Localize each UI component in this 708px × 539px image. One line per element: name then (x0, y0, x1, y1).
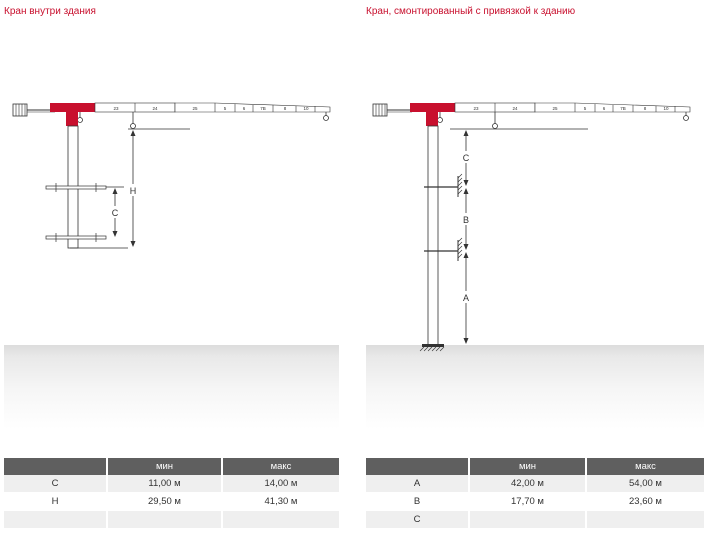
table-cell: C (4, 475, 108, 493)
right-mast-base (419, 344, 445, 352)
right-jib-section-label: 24 (512, 106, 518, 111)
right-dimension-a-label: A (463, 293, 469, 303)
right-diagram-title: Кран, смонтированный с привязкой к здани… (366, 6, 576, 17)
right-tower-head (426, 112, 438, 126)
left-hook-icon (323, 112, 329, 121)
table-cell: 23,60 м (587, 493, 704, 511)
right-dimension-a (461, 252, 471, 344)
left-ground (4, 345, 339, 429)
right-jib-section-label: 10 (663, 106, 669, 111)
table-cell: 29,50 м (108, 493, 223, 511)
right-jib-section-label: 8 (644, 106, 647, 111)
right-jib-section-label: 7B (620, 106, 626, 111)
left-diagram-title: Кран внутри здания (4, 6, 96, 17)
left-lower-collar (45, 233, 107, 242)
right-mast (427, 125, 439, 346)
table-header-cell (366, 458, 470, 475)
table-cell (587, 511, 704, 529)
table-row: H 29,50 м 41,30 м (4, 493, 339, 511)
right-spec-table: мин макс A 42,00 м 54,00 м B 17,70 м 23,… (366, 458, 704, 529)
table-row: C 11,00 м 14,00 м (4, 475, 339, 493)
left-dimension-c (106, 186, 124, 237)
left-crane-diagram: 23 24 25 5 6 7B 8 10 (12, 102, 331, 249)
right-dimension-b (461, 188, 471, 250)
table-cell (223, 511, 339, 529)
right-counterweight (372, 103, 388, 117)
table-cell: 42,00 м (470, 475, 587, 493)
left-jib-section-label: 7B (260, 106, 266, 111)
left-counterweight (12, 103, 28, 117)
table-cell: 11,00 м (108, 475, 223, 493)
left-tower-head (66, 112, 78, 126)
left-slewing-unit (50, 103, 95, 112)
left-jib-section-label: 5 (224, 106, 227, 111)
table-cell (108, 511, 223, 529)
table-cell: B (366, 493, 470, 511)
table-cell: 14,00 м (223, 475, 339, 493)
right-jib-section-label: 6 (603, 106, 606, 111)
table-header-cell: макс (587, 458, 704, 475)
left-upper-collar (45, 183, 107, 192)
left-hook-icon (77, 112, 83, 123)
right-jib-section-label: 25 (552, 106, 558, 111)
right-dimension-c (461, 130, 471, 186)
table-header-cell (4, 458, 108, 475)
left-jib-section-label: 10 (303, 106, 309, 111)
left-jib-section-label: 23 (113, 106, 119, 111)
right-hook-icon (492, 112, 498, 129)
left-dimension-c-label: C (112, 208, 119, 218)
table-header-row: мин макс (4, 458, 339, 475)
right-ground (366, 345, 704, 429)
table-cell: 41,30 м (223, 493, 339, 511)
table-cell: H (4, 493, 108, 511)
table-header-cell: макс (223, 458, 339, 475)
left-jib-section-label: 8 (284, 106, 287, 111)
left-dimension-h (128, 128, 190, 247)
right-hook-icon (683, 112, 689, 121)
table-row: B 17,70 м 23,60 м (366, 493, 704, 511)
table-header-row: мин макс (366, 458, 704, 475)
right-slewing-unit (410, 103, 455, 112)
right-jib-section-label: 5 (584, 106, 587, 111)
right-lower-wall-tie (424, 237, 463, 261)
left-jib-section-label: 25 (192, 106, 198, 111)
table-header-cell: мин (108, 458, 223, 475)
table-cell (4, 511, 108, 529)
left-jib (94, 102, 331, 113)
left-hook-icon (130, 112, 136, 129)
right-dimension-c-label: C (463, 153, 470, 163)
right-jib-section-label: 23 (473, 106, 479, 111)
left-spec-table: мин макс C 11,00 м 14,00 м H 29,50 м 41,… (4, 458, 339, 529)
right-dimension-b-label: B (463, 215, 469, 225)
table-cell (470, 511, 587, 529)
table-row: C (366, 511, 704, 529)
right-upper-wall-tie (424, 173, 463, 197)
left-jib-section-label: 6 (243, 106, 246, 111)
table-cell: 17,70 м (470, 493, 587, 511)
right-crane-diagram: 23 24 25 5 6 7B 8 10 (372, 102, 691, 352)
table-cell: 54,00 м (587, 475, 704, 493)
right-jib (454, 102, 691, 113)
left-jib-section-label: 24 (152, 106, 158, 111)
table-header-cell: мин (470, 458, 587, 475)
right-hook-icon (437, 112, 443, 123)
left-dimension-h-label: H (130, 186, 137, 196)
table-row: A 42,00 м 54,00 м (366, 475, 704, 493)
table-cell: A (366, 475, 470, 493)
table-cell: C (366, 511, 470, 529)
table-row (4, 511, 339, 529)
